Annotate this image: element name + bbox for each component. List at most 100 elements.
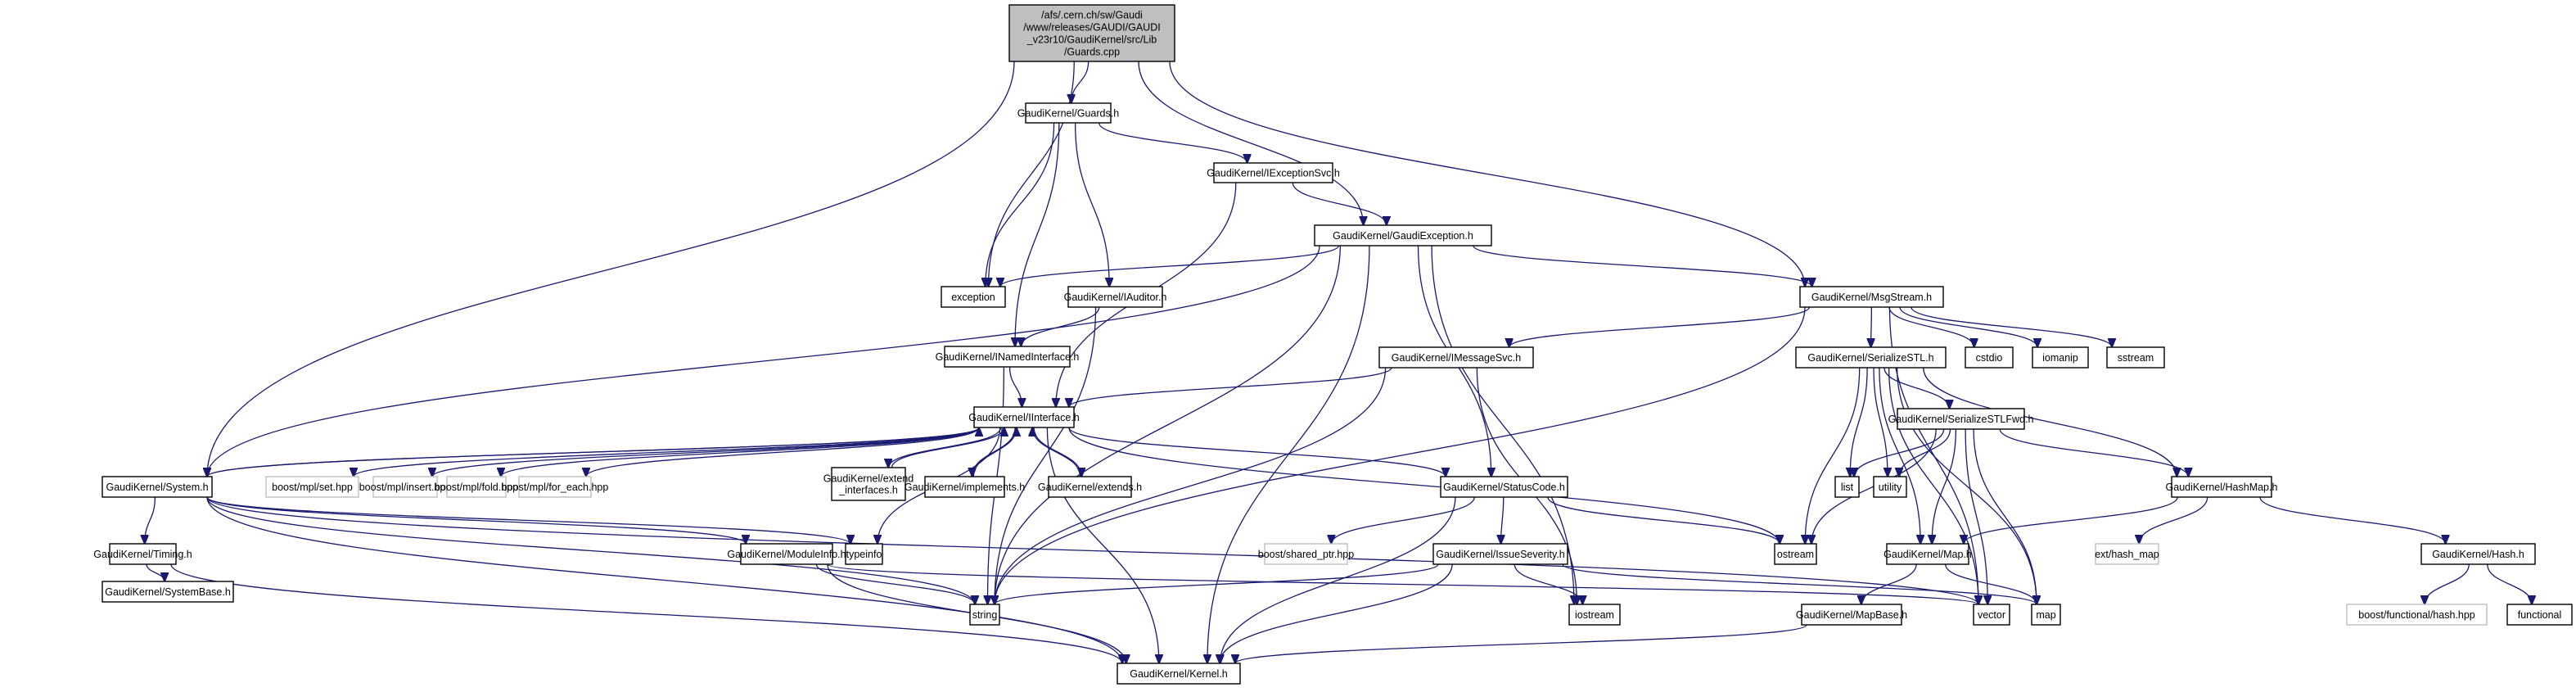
node-box bbox=[1873, 476, 1907, 498]
edge-serializestl_h-to-list bbox=[1850, 367, 1868, 477]
node-label: _v23r10/GaudiKernel/src/Lib bbox=[1026, 34, 1157, 46]
edge-serializestlfwd_h-to-vector bbox=[1965, 428, 1987, 604]
node-box bbox=[1314, 224, 1492, 246]
edge-system_h-to-iinterface_h bbox=[206, 427, 979, 477]
node-issueseverity-h[interactable]: GaudiKernel/IssueSeverity.h bbox=[1432, 543, 1568, 565]
edge-msgstream_h-to-sstream bbox=[1911, 306, 2112, 347]
node-label: GaudiKernel/Map.h bbox=[1884, 549, 1972, 560]
node-string[interactable]: string bbox=[969, 604, 1000, 626]
node-label: cstdio bbox=[1976, 352, 2003, 364]
node-boost-set[interactable]: boost/mpl/set.hpp bbox=[265, 476, 359, 498]
node-box bbox=[1213, 162, 1333, 183]
node-iexceptionsvc-h[interactable]: GaudiKernel/IExceptionSvc.h bbox=[1207, 162, 1340, 183]
node-exception[interactable]: exception bbox=[941, 286, 1006, 308]
node-map-h[interactable]: GaudiKernel/Map.h bbox=[1884, 543, 1972, 565]
edge-root-to-guards_h bbox=[1071, 61, 1089, 103]
node-box bbox=[2031, 604, 2061, 626]
node-guards-h[interactable]: GaudiKernel/Guards.h bbox=[1017, 102, 1119, 124]
edge-iinterface_h-to-kernel_h bbox=[1046, 427, 1159, 663]
node-boost-for-each[interactable]: boost/mpl/for_each.hpp bbox=[502, 476, 609, 498]
edge-hashmap_h-to-map_h bbox=[1964, 496, 2178, 544]
node-label: exception bbox=[951, 292, 995, 303]
node-box bbox=[740, 543, 833, 565]
edge-issueseverity_h-to-map bbox=[1562, 563, 2037, 604]
node-boost-fold[interactable]: boost/mpl/fold.hpp bbox=[435, 476, 518, 498]
node-label: boost/mpl/insert.hpp bbox=[359, 482, 452, 493]
node-box bbox=[2095, 543, 2159, 565]
node-box bbox=[109, 543, 177, 565]
node-box bbox=[1378, 346, 1534, 369]
edge-guards_h-to-iexceptionsvc_h bbox=[1098, 122, 1247, 163]
node-iinterface-h[interactable]: GaudiKernel/IInterface.h bbox=[968, 406, 1080, 428]
node-label: map bbox=[2036, 609, 2055, 621]
node-map[interactable]: map bbox=[2031, 604, 2061, 626]
node-box bbox=[1834, 476, 1860, 498]
node-sstream[interactable]: sstream bbox=[2106, 346, 2165, 369]
node-label: _interfaces.h bbox=[838, 485, 898, 496]
edge-serializestl_h-to-map_h bbox=[1879, 367, 1920, 544]
node-label: GaudiKernel/MapBase.h bbox=[1796, 609, 1907, 621]
edge-inamedinterface_h-to-iinterface_h bbox=[1008, 366, 1022, 407]
edge-iinterface_h-to-statuscode_h bbox=[1068, 427, 1446, 477]
node-label: GaudiKernel/INamedInterface.h bbox=[936, 351, 1080, 363]
node-list[interactable]: list bbox=[1834, 476, 1860, 498]
node-iauditor-h[interactable]: GaudiKernel/IAuditor.h bbox=[1064, 286, 1167, 308]
node-gaudiexception-h[interactable]: GaudiKernel/GaudiException.h bbox=[1314, 224, 1492, 246]
node-label: GaudiKernel/implements.h bbox=[905, 482, 1025, 493]
node-label: GaudiKernel/StatusCode.h bbox=[1443, 482, 1565, 493]
node-boost-insert[interactable]: boost/mpl/insert.hpp bbox=[359, 476, 452, 498]
edge-msgstream_h-to-iomanip bbox=[1899, 306, 2037, 347]
node-serializestl-h[interactable]: GaudiKernel/SerializeSTL.h bbox=[1795, 346, 1947, 369]
node-root[interactable]: /afs/.cern.ch/sw/Gaudi/www/releases/GAUD… bbox=[1008, 4, 1175, 62]
node-boost-shared-ptr[interactable]: boost/shared_ptr.hpp bbox=[1258, 543, 1354, 565]
node-ext-hash-map[interactable]: ext/hash_map bbox=[2095, 543, 2159, 565]
node-systembase-h[interactable]: GaudiKernel/SystemBase.h bbox=[102, 581, 234, 603]
node-boost-functional-hash[interactable]: boost/functional/hash.hpp bbox=[2346, 604, 2488, 626]
node-label: string bbox=[972, 609, 998, 621]
node-label: GaudiKernel/IAuditor.h bbox=[1064, 292, 1167, 303]
node-statuscode-h[interactable]: GaudiKernel/StatusCode.h bbox=[1440, 476, 1568, 498]
node-system-h[interactable]: GaudiKernel/System.h bbox=[102, 476, 213, 498]
node-box bbox=[1440, 476, 1568, 498]
node-mapbase-h[interactable]: GaudiKernel/MapBase.h bbox=[1796, 604, 1907, 626]
node-inamedinterface-h[interactable]: GaudiKernel/INamedInterface.h bbox=[936, 346, 1080, 368]
edge-msgstream_h-to-imessagesvc_h bbox=[1509, 306, 1811, 347]
node-utility[interactable]: utility bbox=[1873, 476, 1907, 498]
node-box bbox=[1886, 543, 1969, 565]
node-imessagesvc-h[interactable]: GaudiKernel/IMessageSvc.h bbox=[1378, 346, 1534, 369]
node-hash-h[interactable]: GaudiKernel/Hash.h bbox=[2420, 543, 2536, 565]
edge-map_h-to-map bbox=[1945, 563, 2037, 604]
node-vector[interactable]: vector bbox=[1973, 604, 2010, 626]
edge-statuscode_h-to-ostream bbox=[1547, 496, 1780, 544]
node-extend-interfaces-h[interactable]: GaudiKernel/extend_interfaces.h bbox=[823, 467, 914, 501]
edge-gaudiexception_h-to-msgstream_h bbox=[1473, 245, 1812, 287]
edge-serializestlfwd_h-to-map_h bbox=[1932, 428, 1957, 544]
node-serializestlfwd-h[interactable]: GaudiKernel/SerializeSTLFwd.h bbox=[1888, 408, 2034, 430]
edge-system_h-to-string bbox=[206, 496, 975, 604]
node-msgstream-h[interactable]: GaudiKernel/MsgStream.h bbox=[1799, 286, 1944, 308]
node-label: GaudiKernel/SystemBase.h bbox=[105, 586, 231, 598]
node-label: ostream bbox=[1777, 549, 1814, 560]
node-implements-h[interactable]: GaudiKernel/implements.h bbox=[905, 476, 1025, 498]
node-iomanip[interactable]: iomanip bbox=[2032, 346, 2089, 369]
edge-iinterface_h-to-boost_insert bbox=[432, 427, 980, 477]
node-iostream[interactable]: iostream bbox=[1568, 604, 1621, 626]
node-moduleinfo-h[interactable]: GaudiKernel/ModuleInfo.h bbox=[727, 543, 846, 565]
edge-map_h-to-mapbase_h bbox=[1861, 563, 1917, 604]
node-typeinfo[interactable]: typeinfo bbox=[845, 543, 883, 565]
edge-msgstream_h-to-serializestl_h bbox=[1871, 306, 1872, 347]
edge-issueseverity_h-to-iostream bbox=[1514, 563, 1582, 604]
node-timing-h[interactable]: GaudiKernel/Timing.h bbox=[93, 543, 192, 565]
node-functional[interactable]: functional bbox=[2506, 604, 2573, 626]
node-ostream[interactable]: ostream bbox=[1774, 543, 1817, 565]
node-cstdio[interactable]: cstdio bbox=[1965, 346, 2014, 369]
node-label: GaudiKernel/ModuleInfo.h bbox=[727, 549, 846, 560]
node-kernel-h[interactable]: GaudiKernel/Kernel.h bbox=[1117, 663, 1241, 685]
node-extends-h[interactable]: GaudiKernel/extends.h bbox=[1038, 476, 1142, 498]
node-box bbox=[845, 543, 883, 565]
node-hashmap-h[interactable]: GaudiKernel/HashMap.h bbox=[2166, 476, 2278, 498]
node-box bbox=[1568, 604, 1621, 626]
node-label: GaudiKernel/IExceptionSvc.h bbox=[1207, 168, 1340, 179]
edge-gaudiexception_h-to-iostream bbox=[1431, 245, 1574, 604]
